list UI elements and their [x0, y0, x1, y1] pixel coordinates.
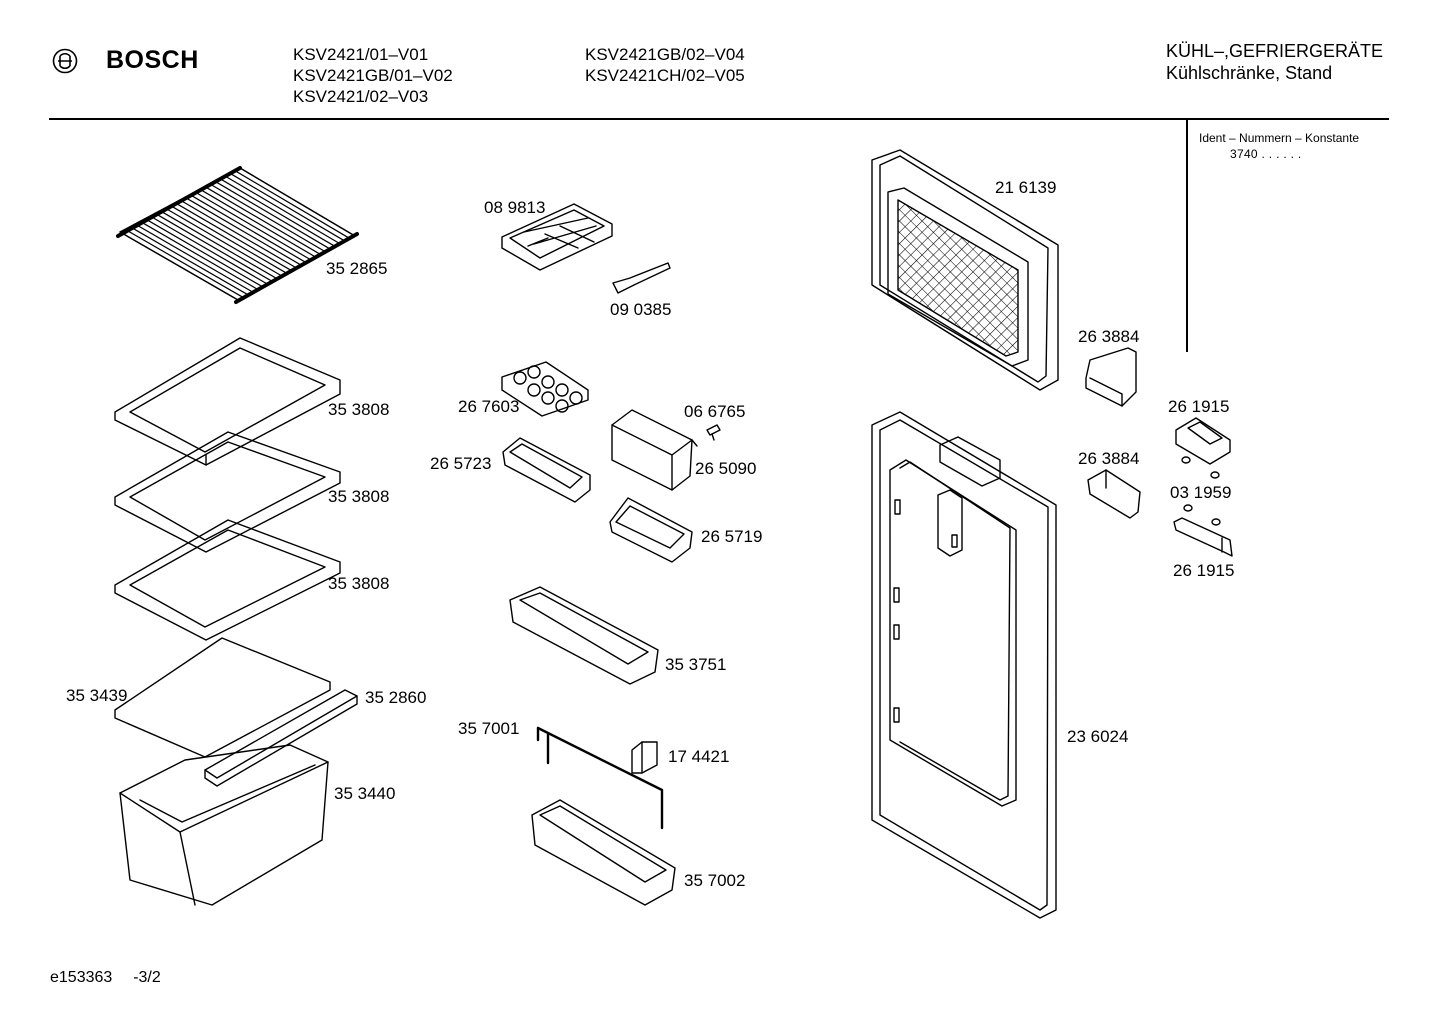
- part-label: 35 7002: [684, 871, 746, 890]
- part-label: 03 1959: [1170, 483, 1232, 502]
- model-number: KSV2421GB/01–V02: [293, 66, 453, 85]
- header-divider: [49, 118, 1389, 120]
- part-label: 35 2865: [326, 259, 388, 278]
- page-number: -3/2: [133, 969, 161, 986]
- part-label: 17 4421: [668, 747, 730, 766]
- model-list-2: KSV2421GB/02–V04 KSV2421CH/02–V05: [585, 44, 745, 86]
- part-label: 35 3440: [334, 784, 396, 803]
- category-block: KÜHL–,GEFRIERGERÄTE Kühlschränke, Stand: [1166, 40, 1383, 84]
- part-label: 35 3808: [328, 487, 390, 506]
- crisper-cover: [115, 638, 330, 757]
- ice-tray: [502, 204, 612, 270]
- retainer-clip: [632, 742, 657, 773]
- part-label: 23 6024: [1067, 727, 1129, 746]
- hinge-cover-upper: [1086, 348, 1136, 406]
- bosch-armature-icon: [52, 48, 78, 74]
- ice-scraper: [613, 263, 670, 293]
- category-subtitle: Kühlschränke, Stand: [1166, 63, 1333, 83]
- part-label: 35 3751: [665, 655, 727, 674]
- document-id: e153363 -3/2: [50, 969, 161, 987]
- hinge-lower: [1174, 518, 1232, 556]
- screw: [707, 425, 720, 440]
- hinge-washers: [1182, 457, 1220, 525]
- part-label: 21 6139: [995, 178, 1057, 197]
- part-label: 35 3439: [66, 686, 128, 705]
- part-label: 26 1915: [1173, 561, 1235, 580]
- butter-compartment: [612, 410, 697, 490]
- part-label: 26 3884: [1078, 327, 1140, 346]
- glass-shelf-3: [115, 520, 340, 640]
- door-balcony: [510, 587, 658, 684]
- small-door-tray: [503, 438, 590, 502]
- part-label: 35 3808: [328, 400, 390, 419]
- glass-shelf-1: [115, 338, 340, 465]
- part-label: 06 6765: [684, 402, 746, 421]
- ident-divider: [1186, 120, 1188, 352]
- part-label: 26 3884: [1078, 449, 1140, 468]
- model-number: KSV2421/01–V01: [293, 45, 429, 64]
- fridge-door: [872, 412, 1056, 918]
- part-label: 26 5090: [695, 459, 757, 478]
- part-label: 26 1915: [1168, 397, 1230, 416]
- bottle-retainer: [538, 728, 662, 828]
- part-label: 26 5723: [430, 454, 492, 473]
- model-number: KSV2421GB/02–V04: [585, 45, 745, 64]
- model-number: KSV2421/02–V03: [293, 87, 429, 106]
- part-label: 26 7603: [458, 397, 520, 416]
- brand-name: BOSCH: [106, 46, 199, 74]
- freezer-door: [872, 150, 1058, 390]
- ident-value: 3740 . . . . . .: [1230, 147, 1302, 161]
- cover-strip: [205, 690, 357, 786]
- glass-shelf-2: [115, 432, 340, 552]
- part-label: 26 5719: [701, 527, 763, 546]
- part-label: 09 0385: [610, 300, 672, 319]
- part-label: 08 9813: [484, 198, 546, 217]
- doc-number: e153363: [50, 969, 113, 986]
- part-label: 35 2860: [365, 688, 427, 707]
- category-title: KÜHL–,GEFRIERGERÄTE: [1166, 41, 1384, 61]
- model-list-1: KSV2421/01–V01 KSV2421GB/01–V02 KSV2421/…: [293, 44, 453, 107]
- model-number: KSV2421CH/02–V05: [585, 66, 745, 85]
- wire-shelf: [118, 168, 357, 302]
- crisper-drawer: [120, 745, 328, 905]
- part-label: 35 7001: [458, 719, 520, 738]
- hinge-cover-lower: [1088, 470, 1140, 518]
- part-label: 35 3808: [328, 574, 390, 593]
- hinge-upper: [1176, 418, 1230, 464]
- bottle-shelf: [532, 800, 675, 905]
- ident-title: Ident – Nummern – Konstante: [1199, 131, 1360, 145]
- small-shelf-tray: [610, 498, 692, 562]
- egg-tray: [502, 362, 588, 416]
